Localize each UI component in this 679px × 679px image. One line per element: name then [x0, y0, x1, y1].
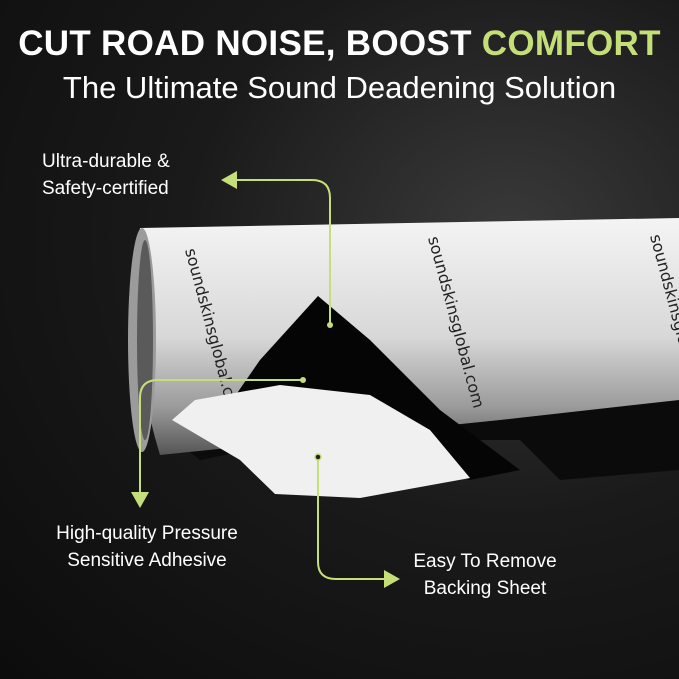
callout-text: High-quality Pressure: [56, 523, 238, 544]
callout-text: Easy To Remove: [413, 551, 557, 572]
callout-line-durable: [236, 179, 331, 325]
callout-dot: [314, 453, 322, 461]
callout-text: Safety-certified: [42, 178, 169, 199]
callout-line-backing: [317, 457, 384, 580]
callout-text: Backing Sheet: [423, 578, 547, 599]
callout-adhesive: High-quality Pressure Sensitive Adhesive: [36, 520, 258, 574]
arrow-right-icon: [384, 570, 400, 588]
headline: CUT ROAD NOISE, BOOST COMFORT: [0, 24, 679, 64]
subtitle: The Ultimate Sound Deadening Solution: [62, 70, 617, 105]
callout-dot: [300, 377, 306, 383]
callout-backing: Easy To Remove Backing Sheet: [400, 548, 570, 602]
callout-text: Sensitive Adhesive: [67, 550, 227, 571]
arrow-left-icon: [221, 171, 237, 189]
headline-accent: COMFORT: [481, 24, 661, 63]
callout-dot: [327, 322, 333, 328]
callout-text: Ultra-durable &: [42, 151, 170, 172]
backing-sheet: [172, 385, 470, 498]
headline-main: CUT ROAD NOISE, BOOST: [18, 24, 472, 63]
arrow-down-icon: [131, 492, 149, 508]
callout-durable: Ultra-durable & Safety-certified: [42, 148, 170, 202]
callout-line-adhesive: [139, 379, 303, 492]
